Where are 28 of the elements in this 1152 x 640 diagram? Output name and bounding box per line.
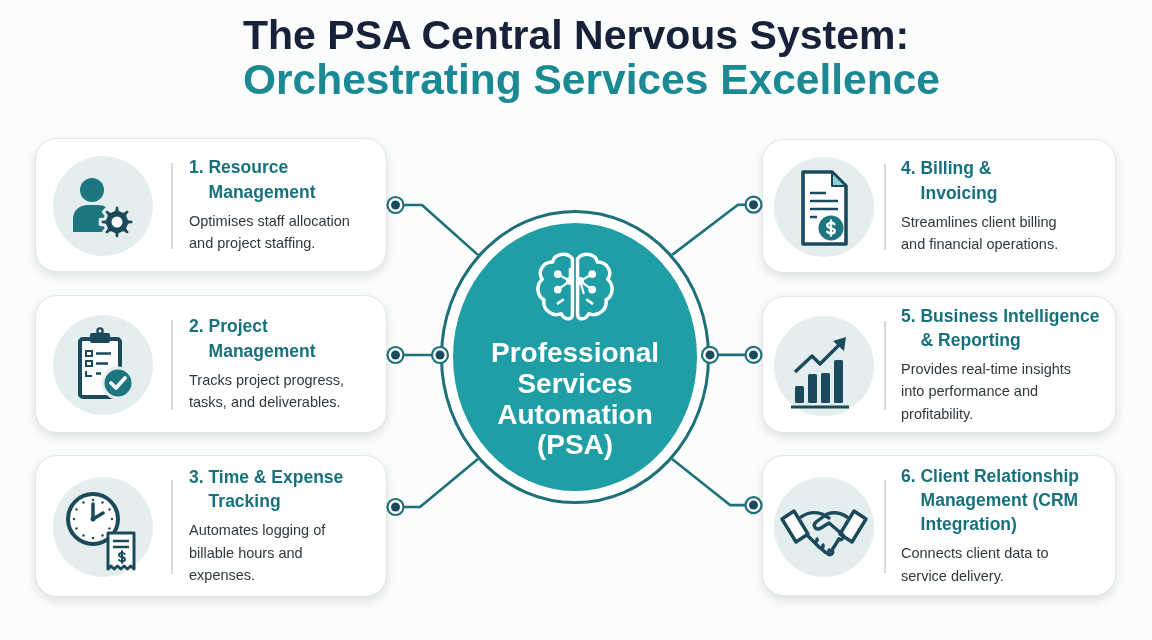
card-description: Provides real-time insights into performance and profitability. — [901, 359, 1073, 424]
connector-line — [386, 345, 450, 365]
feature-card — [762, 139, 1116, 273]
connector-line — [671, 458, 763, 515]
card-description: Connects client data to service delivery. — [901, 544, 1050, 586]
card-heading: 1. Resource Management — [189, 156, 317, 204]
subtitle: Orchestrating Services Excellence — [243, 57, 940, 104]
title: The PSA Central Nervous System: — [243, 13, 910, 59]
card-heading: 5. Business Intelligence & Reporting — [901, 304, 1101, 352]
connector-line — [386, 195, 479, 256]
card-description: Optimises staff allocation and project staffing. — [189, 211, 351, 254]
card-description: Tracks project progress, tasks, and deliverables. — [189, 370, 345, 413]
hub-circle — [440, 210, 710, 504]
connector-line — [700, 345, 763, 364]
card-heading: 3. Time & Expense Tracking — [189, 466, 345, 514]
card-description: Automates logging of billable hours and expenses. — [189, 521, 327, 586]
card-heading: 6. Client Relationship Management (CRM Integration) — [901, 464, 1080, 537]
feature-card — [35, 295, 387, 433]
hub-title: Professional Services Automation (PSA) — [489, 338, 661, 462]
feature-card — [35, 138, 387, 272]
feature-card — [762, 296, 1116, 433]
connector-line — [386, 458, 479, 517]
card-heading: 2. Project Management — [189, 315, 317, 363]
card-description: Streamlines client billing and financial operations. — [901, 212, 1060, 255]
card-heading: 4. Billing & Invoicing — [901, 157, 999, 205]
connector-line — [671, 195, 763, 256]
feature-card — [762, 455, 1116, 596]
feature-card — [35, 455, 387, 597]
